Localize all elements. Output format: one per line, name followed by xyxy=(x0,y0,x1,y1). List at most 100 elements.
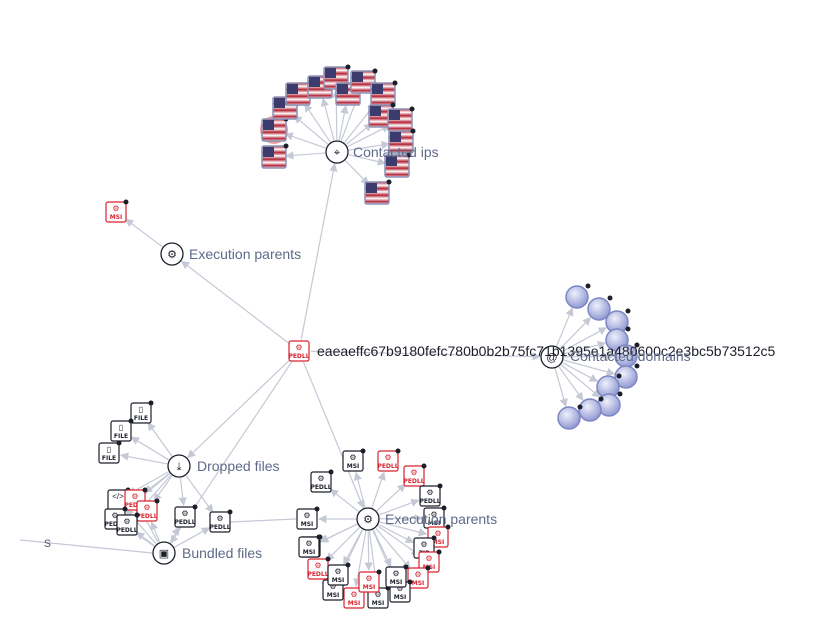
gear-icon: ⚙ xyxy=(143,503,150,512)
gear-icon: ⚙ xyxy=(305,539,312,548)
ip-node-us-flag[interactable] xyxy=(261,143,289,169)
edge xyxy=(558,366,584,401)
execution-parent-node[interactable]: ⚙MSI xyxy=(385,564,409,588)
ip-node-us-flag[interactable] xyxy=(260,116,289,144)
node-type-label: MSI xyxy=(327,592,340,599)
node-type-label: MSI xyxy=(428,520,441,527)
edge xyxy=(135,531,155,547)
dropped-file-node[interactable]: ▯FILE xyxy=(98,440,122,464)
execution-parent-node[interactable]: ⚙MSI xyxy=(418,549,442,573)
edge xyxy=(372,529,392,567)
execution-parent-node[interactable]: ⚙MSI xyxy=(298,534,322,558)
ip-node-us-flag[interactable] xyxy=(350,68,378,94)
flag-icon xyxy=(366,183,377,193)
execution-parent-node[interactable]: ⚙PEDLL xyxy=(419,483,443,507)
domain-node[interactable] xyxy=(557,404,583,430)
ip-node-us-flag[interactable] xyxy=(364,179,392,205)
domain-node[interactable] xyxy=(565,283,591,309)
flag-icon xyxy=(389,110,400,120)
domain-node[interactable] xyxy=(614,342,640,368)
execution-parent-node[interactable]: ⚙MSI xyxy=(327,562,351,586)
globe-icon xyxy=(614,365,638,389)
edge xyxy=(563,352,615,361)
execution-parent-node[interactable]: ⚙MSI xyxy=(342,448,366,472)
execution-parent-node[interactable]: ⚙PEDLL xyxy=(403,463,427,487)
gear-icon: ⚙ xyxy=(430,510,437,519)
domain-node[interactable] xyxy=(605,308,631,334)
edge xyxy=(376,483,406,512)
gear-icon: ⚙ xyxy=(181,509,188,518)
location-pin-icon: ⌖ xyxy=(334,147,340,159)
dropped-file-node[interactable]: ▯FILE xyxy=(130,400,154,424)
gear-icon: ⚙ xyxy=(374,590,381,599)
edge xyxy=(185,475,214,513)
gear-icon: ⚙ xyxy=(384,453,391,462)
contacted-domains-label[interactable]: Contacted domains xyxy=(570,348,691,364)
node-type-label: MSI xyxy=(332,577,345,584)
contacted-ips-label[interactable]: Contacted ips xyxy=(353,144,439,160)
execution-parent-node[interactable]: ⚙PEDLL xyxy=(310,469,334,493)
execution-parent-node[interactable]: ⚙MSI xyxy=(423,505,447,529)
bundled-files-label[interactable]: Bundled files xyxy=(182,545,262,561)
dropped-files-label[interactable]: Dropped files xyxy=(197,458,280,474)
gear-icon: ⚙ xyxy=(317,474,324,483)
node-type-label: PEDLL xyxy=(136,513,157,520)
box-icon: ▣ xyxy=(159,548,169,560)
gear-icon: ⚙ xyxy=(131,492,138,501)
globe-icon xyxy=(587,297,611,321)
edge xyxy=(169,526,180,543)
node-type-label: PEDLL xyxy=(124,502,145,509)
execution-parent-node[interactable]: ⚙PEDLL xyxy=(377,448,401,472)
root-hash-label[interactable]: eaeaeffc67b9180fefc780b0b2b75fc71b1395e1… xyxy=(317,343,776,359)
edge xyxy=(320,97,335,141)
flag-icon xyxy=(372,84,383,94)
domain-node[interactable] xyxy=(614,363,640,389)
execution-parent-node[interactable]: ⚙MSI xyxy=(407,565,431,589)
gear-icon: ⚙ xyxy=(434,529,441,538)
domain-node[interactable] xyxy=(578,396,604,422)
node-type-label: MSI xyxy=(390,579,403,586)
dropped-file-node[interactable]: ⚙PEDLL xyxy=(116,512,140,536)
execution-parent-node[interactable]: ⚙MSI xyxy=(105,199,129,223)
node-type-label: MSI xyxy=(348,600,361,607)
edge xyxy=(19,539,153,554)
edge xyxy=(379,521,428,537)
execution-parents-top-hub[interactable]: ⚙ xyxy=(160,242,184,266)
dropped-file-node[interactable]: ⚙PEDLL xyxy=(174,504,198,528)
execution-parents-bottom-label[interactable]: Execution parents xyxy=(385,511,497,527)
execution-parents-top-label[interactable]: Execution parents xyxy=(189,246,301,262)
edge xyxy=(343,529,363,566)
contacted-ips-hub[interactable]: ⌖ xyxy=(325,140,349,164)
dropped-file-node[interactable]: ⚙PEDLL xyxy=(209,509,233,533)
file-icon: ▯ xyxy=(139,405,143,414)
node-type-label: PEDLL xyxy=(209,524,230,531)
edge xyxy=(348,154,387,166)
dropped-file-node[interactable]: ▯FILE xyxy=(110,418,134,442)
gear-icon: ⚙ xyxy=(216,514,223,523)
edge xyxy=(150,521,161,543)
contacted-domains-hub[interactable]: @ xyxy=(540,345,564,369)
execution-parent-node[interactable]: ⚙MSI xyxy=(296,506,320,530)
edge xyxy=(559,316,592,349)
offscreen-hub-label[interactable]: s xyxy=(44,534,51,550)
edge xyxy=(310,350,541,361)
gear-icon: ⚙ xyxy=(167,249,177,261)
dropped-file-node[interactable]: ⚙PEDLL xyxy=(136,498,160,522)
flag-icon xyxy=(337,84,348,94)
download-file-icon: ⤓ xyxy=(177,461,182,473)
execution-parent-node[interactable]: ⚙PEDLL xyxy=(307,556,331,580)
ip-node-us-flag[interactable] xyxy=(384,152,412,178)
ip-node-us-flag[interactable] xyxy=(370,80,398,106)
bundled-files-hub[interactable]: ▣ xyxy=(152,541,176,565)
edge xyxy=(319,523,358,543)
ip-node-us-flag[interactable] xyxy=(387,106,415,132)
root-file-node[interactable]: ⚙PEDLL xyxy=(288,340,310,362)
node-type-label: MSI xyxy=(372,600,385,607)
execution-parents-bottom-hub[interactable]: ⚙ xyxy=(356,507,380,531)
execution-parent-node[interactable]: ⚙MSI xyxy=(358,569,382,593)
edge xyxy=(303,361,365,509)
domain-node[interactable] xyxy=(587,295,613,321)
ip-node-us-flag[interactable] xyxy=(388,128,416,154)
dropped-files-hub[interactable]: ⤓ xyxy=(167,454,191,478)
